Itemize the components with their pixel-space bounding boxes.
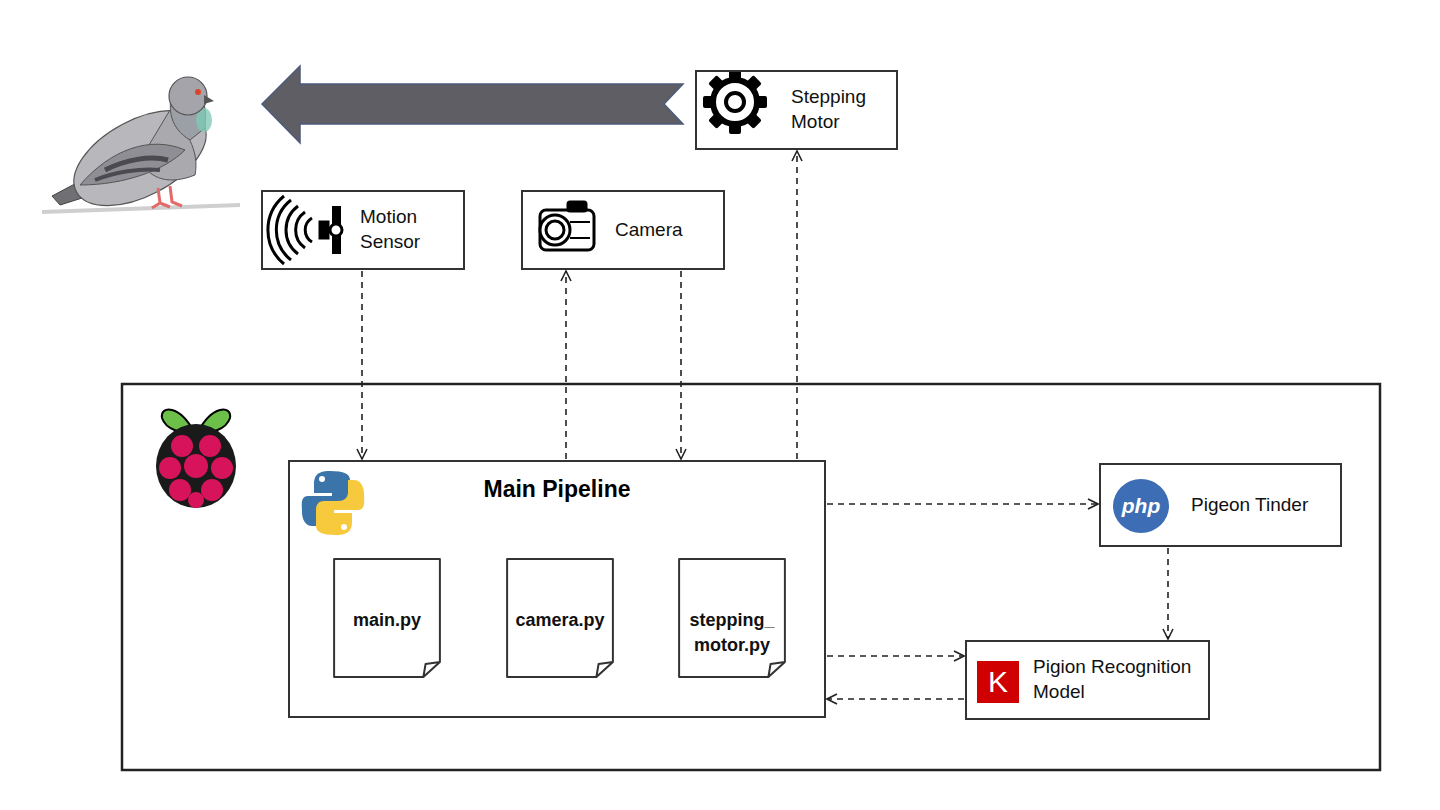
hardware-box: Camera — [521, 190, 725, 270]
file-name: camera.py — [506, 572, 614, 633]
raspberry-pi-boundary — [122, 384, 1380, 770]
file-icon: main.py — [333, 558, 441, 678]
raspberry-logo — [156, 410, 236, 508]
dashed-arrow — [796, 151, 798, 459]
gear-icon — [703, 70, 767, 134]
dashed-arrow — [361, 271, 363, 459]
dashed-arrow — [827, 698, 964, 700]
pipeline-box: Main Pipeline main.py camera.py stepping_ m… — [288, 460, 826, 718]
box-label: Camera — [615, 218, 683, 243]
file-name: main.py — [333, 572, 441, 633]
hardware-box: Stepping Motor — [695, 70, 898, 150]
php-logo — [1113, 479, 1169, 533]
logo-text: K — [988, 667, 1008, 697]
camera-icon — [540, 202, 594, 250]
box-label: Pigion Recognition Model — [1033, 655, 1200, 704]
dashed-arrow — [827, 655, 964, 657]
dashed-arrow — [1167, 548, 1169, 639]
dashed-arrow — [680, 271, 682, 459]
hardware-box: Motion Sensor — [261, 190, 465, 270]
box-label: Stepping Motor — [791, 85, 888, 134]
keras-logo — [977, 661, 1019, 703]
python-logo — [302, 471, 364, 535]
file-icon: stepping_ motor.py — [678, 558, 786, 678]
logo-text: php — [1122, 495, 1160, 516]
file-icon: camera.py — [506, 558, 614, 678]
file-name: stepping_ motor.py — [678, 572, 786, 658]
pipeline-title: Main Pipeline — [290, 476, 824, 503]
pushing-arrow — [262, 66, 683, 143]
box-label: Pigeon Tinder — [1191, 493, 1308, 518]
box-label: Motion Sensor — [360, 205, 455, 254]
dashed-arrow — [565, 271, 567, 459]
pigeon-illustration — [42, 77, 240, 225]
motion-sensor-icon — [268, 196, 342, 264]
dashed-arrow — [827, 503, 1098, 505]
